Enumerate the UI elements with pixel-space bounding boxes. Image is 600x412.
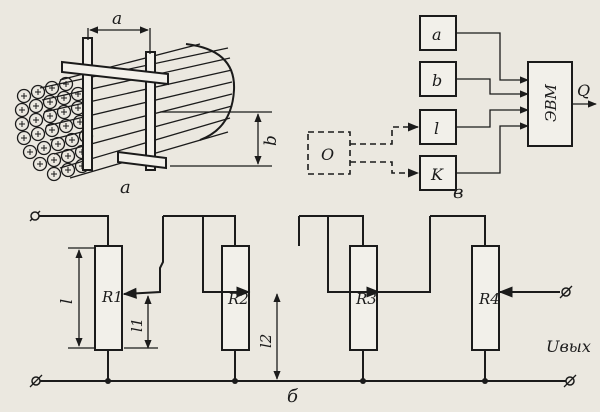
computer-block-diagram: a b l K ЭВМ О Q в	[307, 15, 597, 203]
source-label: О	[321, 145, 334, 164]
log-ends	[14, 76, 94, 182]
binding-frame	[61, 37, 169, 171]
input-b-label: b	[432, 71, 442, 90]
resistor-r1-label: R1	[101, 288, 123, 306]
panel-a-caption: а	[120, 177, 131, 198]
resistor-r4-label: R4	[478, 290, 500, 308]
output-q-label: Q	[577, 81, 590, 100]
dimension-l-label: l	[57, 299, 76, 304]
dimension-a: a	[87, 9, 151, 54]
input-k-label: K	[430, 165, 444, 184]
input-box-b	[419, 61, 457, 97]
input-box-k	[419, 155, 457, 191]
dimension-l1-label: l1	[128, 318, 146, 332]
computer-box	[527, 61, 573, 147]
dimension-b-label: b	[261, 135, 281, 146]
computer-label: ЭВМ	[542, 84, 560, 123]
log-bundle-illustration: a b а	[14, 9, 281, 198]
dimension-b: b	[160, 111, 281, 167]
input-l-label: l	[434, 119, 439, 138]
panel-c-caption: б	[287, 386, 299, 407]
resistor-r1	[94, 245, 123, 351]
input-box-a	[419, 15, 457, 51]
dimension-a-label: a	[112, 9, 122, 29]
resistor-circuit: R1 R2 R3 R4 l l1	[29, 210, 591, 407]
panel-b-caption: в	[453, 182, 463, 203]
dimension-l2-label: l2	[257, 334, 275, 348]
input-a-label: a	[432, 25, 442, 44]
source-box	[307, 131, 351, 175]
resistor-r4	[471, 245, 500, 351]
output-voltage-label: Uвых	[546, 337, 591, 356]
